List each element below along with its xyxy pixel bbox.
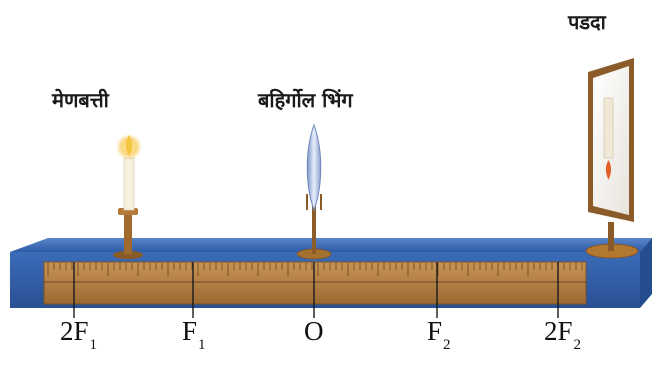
position-label-o: O [304,318,325,353]
scale-body [44,262,586,304]
position-label-2f1: 2F1 [60,318,97,353]
candle-label: मेणबत्ती [52,86,109,113]
lens-glass [307,125,321,210]
screen-label: पडदा [568,8,606,35]
screen [586,58,638,258]
screen-stand [608,222,614,251]
lens-stand [312,205,316,254]
position-label-f1: F1 [182,318,206,353]
candle-stand [124,212,132,254]
candle-wax [124,158,134,210]
wooden-scale [44,262,586,304]
position-label-2f2: 2F2 [544,318,581,353]
lens-label: बहिर्गोल भिंग [258,86,353,113]
bench-top-surface [10,238,652,252]
position-label-f2: F2 [427,318,451,353]
